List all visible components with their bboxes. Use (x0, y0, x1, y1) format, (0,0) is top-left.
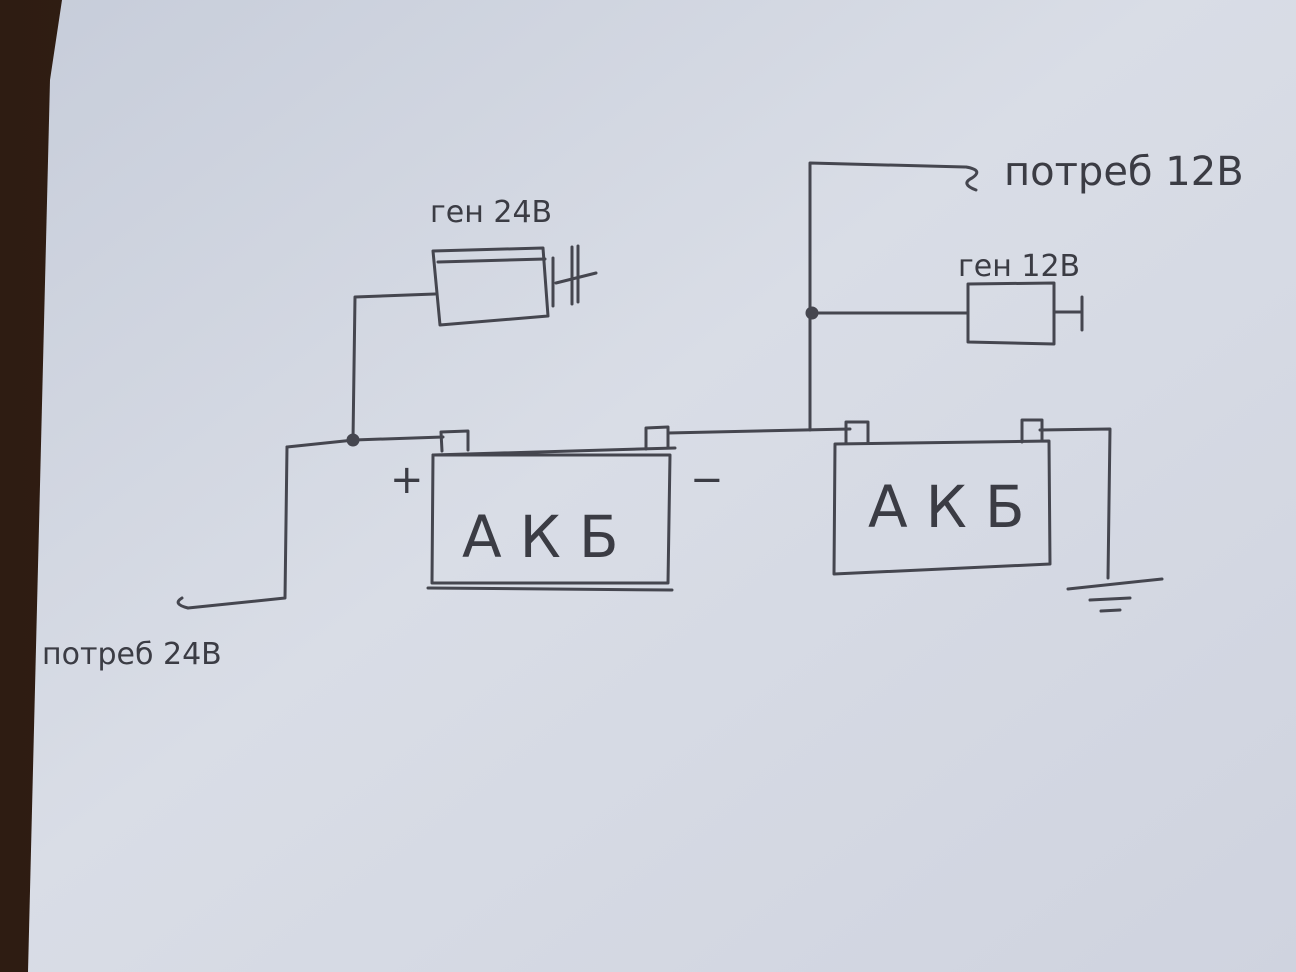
gen-12-label: ген 12В (958, 249, 1081, 284)
generator-24v (431, 244, 598, 327)
wire-load-24 (186, 445, 289, 610)
wire-gen-24 (351, 292, 437, 442)
battery-right-plus-terminal (844, 420, 870, 445)
battery-left-label: АКБ (462, 503, 637, 571)
battery-left-plus-terminal (439, 429, 470, 453)
wire-12v-vertical (808, 161, 967, 432)
series-link-wire (666, 427, 852, 435)
load-24-label: потреб 24В (42, 637, 222, 672)
load-24-terminal (176, 596, 190, 610)
wire-24v-bus (285, 435, 445, 449)
load-12-label: потреб 12В (1004, 149, 1244, 195)
generator-12v (966, 281, 1084, 346)
battery-left (426, 425, 677, 592)
plus-sign: + (390, 457, 424, 503)
load-12-terminal (964, 165, 979, 192)
minus-sign: − (690, 457, 724, 503)
battery-left-minus-terminal (644, 425, 670, 451)
wire-ground (1038, 427, 1112, 580)
gen-24-label: ген 24В (430, 195, 553, 230)
ground-symbol (1066, 577, 1164, 613)
battery-right-label: АКБ (868, 473, 1043, 541)
